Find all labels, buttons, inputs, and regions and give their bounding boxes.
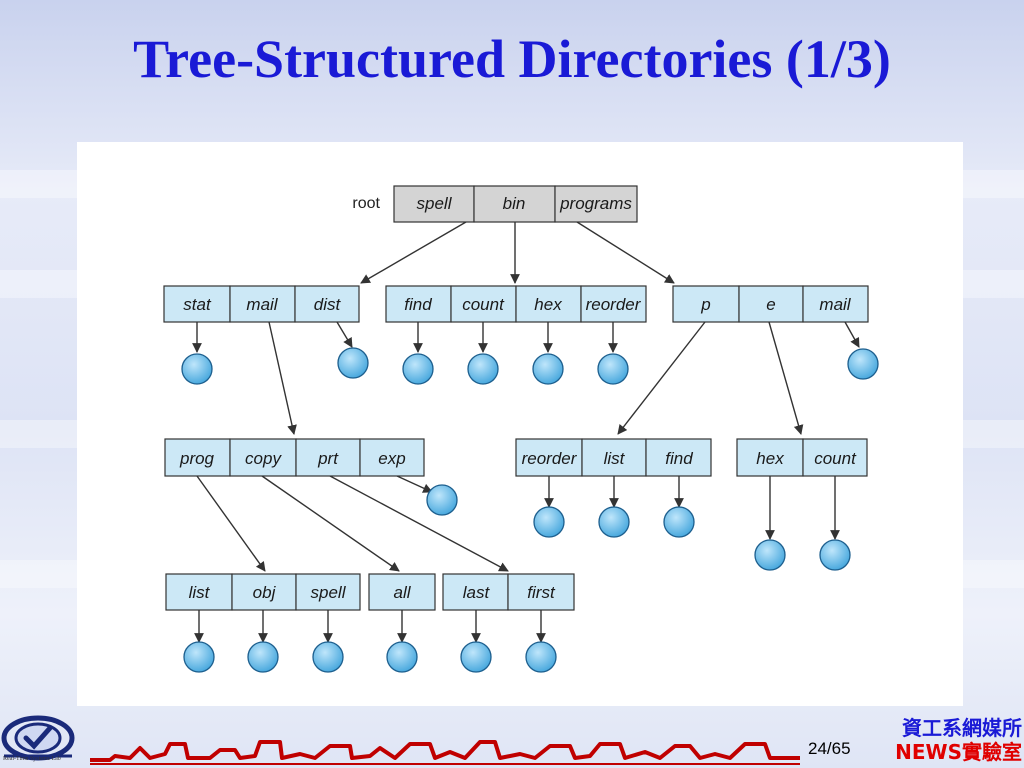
file-node: [847, 348, 879, 380]
file-node: [532, 353, 564, 385]
file-node: [467, 353, 499, 385]
edge: [360, 221, 467, 284]
edge: [844, 321, 860, 348]
directory-entry: find: [665, 449, 693, 468]
edge: [768, 321, 804, 435]
directory-entry: reorder: [586, 295, 642, 314]
edge: [261, 475, 400, 572]
directory-entry: spell: [417, 194, 453, 213]
directory-entry: last: [463, 583, 491, 602]
file-node: [819, 539, 851, 571]
page-number: 24/65: [808, 739, 851, 759]
file-node: [247, 641, 279, 673]
directory-entry: prog: [179, 449, 215, 468]
directory-entry: reorder: [522, 449, 578, 468]
edge: [196, 475, 266, 572]
directory-entry: list: [604, 449, 626, 468]
directory-p-e-mail: p e mail: [672, 285, 869, 323]
file-node: [312, 641, 344, 673]
directory-entry: count: [814, 449, 857, 468]
department-label: 資工系網媒所: [902, 716, 1022, 740]
page-current: 24: [808, 739, 827, 758]
directory-list-obj-spell: list obj spell: [165, 573, 361, 611]
directory-cell: [554, 185, 638, 223]
file-node: [533, 506, 565, 538]
lab-label: NEWS實驗室: [895, 740, 1022, 764]
root-label: root: [352, 195, 380, 212]
file-node: [183, 641, 215, 673]
file-node: [402, 353, 434, 385]
edge: [396, 475, 433, 493]
directory-entry: bin: [503, 194, 526, 213]
directory-cell: [473, 185, 556, 223]
directory-entry: count: [462, 295, 505, 314]
directory-entry: all: [393, 583, 411, 602]
directory-last-first: last first: [442, 573, 575, 611]
directory-entry: obj: [253, 583, 277, 602]
edge: [576, 221, 675, 284]
file-node: [754, 539, 786, 571]
file-node: [663, 506, 695, 538]
file-node: [525, 641, 557, 673]
tree-connectors: [192, 221, 860, 643]
file-node: [386, 641, 418, 673]
directory-entry: exp: [378, 449, 405, 468]
edge: [336, 321, 353, 348]
file-node: [597, 353, 629, 385]
directory-hex-count: hex count: [736, 438, 868, 477]
directory-entry: mail: [246, 295, 278, 314]
file-nodes: [181, 347, 879, 673]
slide-title: Tree-Structured Directories (1/3): [133, 29, 891, 89]
directory-entry: copy: [245, 449, 282, 468]
file-node: [460, 641, 492, 673]
directory-entry: find: [404, 295, 432, 314]
page-total: /65: [826, 739, 851, 758]
file-node: [426, 484, 458, 516]
directory-stat-mail-dist: stat mail dist: [163, 285, 360, 323]
directory-prog-copy-prt-exp: prog copy prt exp: [164, 438, 425, 477]
file-node: [337, 347, 369, 379]
directory-entry: prt: [317, 449, 339, 468]
directory-entry: list: [189, 583, 211, 602]
edge: [617, 321, 706, 435]
tree-diagram: root spell bin programs stat mail dist f…: [163, 185, 879, 673]
directory-entry: p: [700, 295, 710, 314]
lab-logo: [1, 715, 75, 761]
directory-reorder-list-find: reorder list find: [515, 438, 712, 477]
file-node: [598, 506, 630, 538]
directory-entry: hex: [534, 295, 562, 314]
directory-entry: spell: [311, 583, 347, 602]
directory-entry: e: [766, 295, 775, 314]
edge: [329, 475, 509, 572]
edge: [268, 321, 297, 435]
directory-entry: dist: [314, 295, 342, 314]
directory-entry: mail: [819, 295, 851, 314]
lab-logo-text: Real-Time Systems Lab: [3, 756, 61, 762]
directory-entry: hex: [756, 449, 784, 468]
directory-cell: [393, 185, 475, 223]
directory-all: all: [368, 573, 436, 611]
directory-find-count-hex-reorder: find count hex reorder: [385, 285, 647, 323]
directory-entry: programs: [559, 194, 632, 213]
diagram-panel: root spell bin programs stat mail dist f…: [77, 142, 963, 706]
root-directory: spell bin programs: [393, 185, 638, 223]
directory-entry: first: [527, 583, 556, 602]
file-node: [181, 353, 213, 385]
directory-entry: stat: [183, 295, 212, 314]
skyline-decoration: [90, 740, 800, 765]
